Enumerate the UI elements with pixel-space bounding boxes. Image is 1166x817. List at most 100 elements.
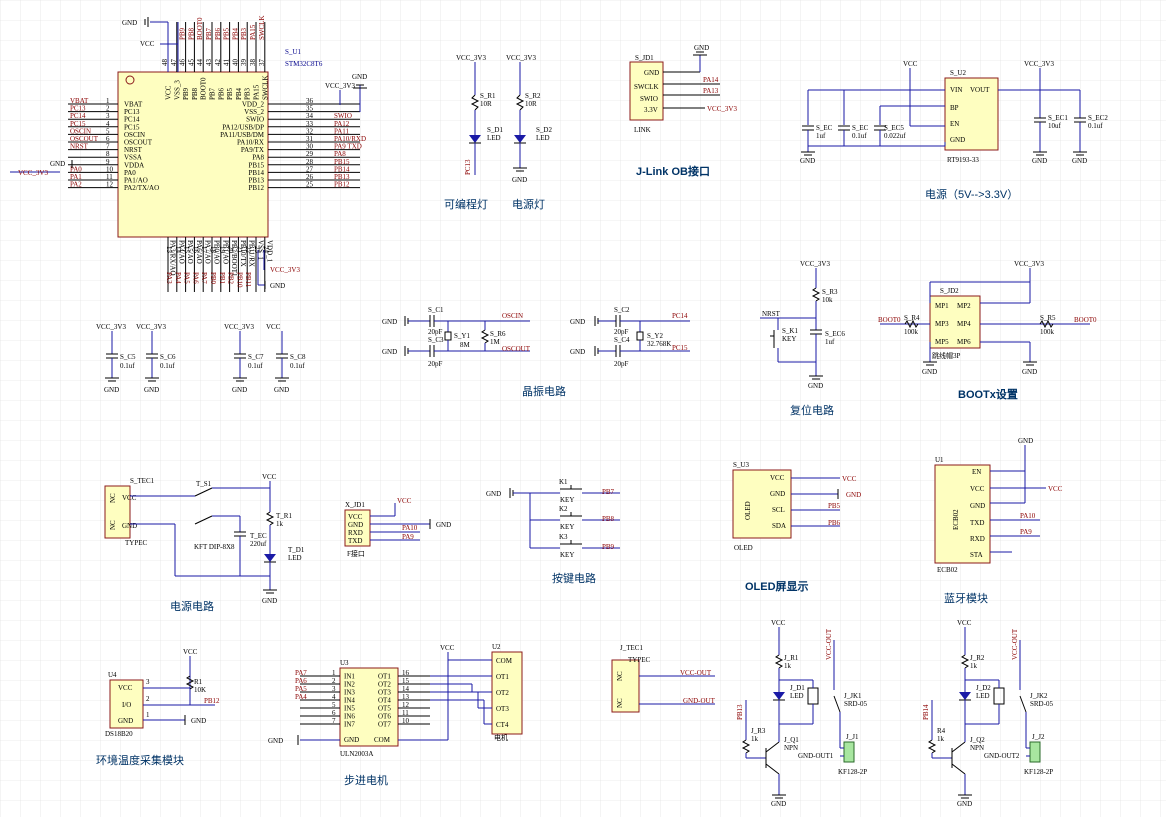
relay1-jk-name: SRD-05 [844,700,867,708]
mcu-top-pin-7: PB6 [217,87,225,100]
mcu-top-pin-1: VCC [165,85,173,100]
bt-net-5: PA9 [1020,528,1032,536]
relay2-net: PB14 [922,704,930,720]
bt-gnd: GND [1018,437,1033,445]
mcu-left-net-4: PC15 [70,120,86,128]
mcu-right-pin-8: PA8 [252,154,264,162]
relay1-q-ref: J_Q1 [784,736,799,744]
keys-gnd: GND [486,490,501,498]
decoup-gnd-4: GND [274,386,289,394]
jlink-pin-4: 3.3V [644,106,658,114]
bt-pin-6: STA [970,551,983,559]
relay2-jk-name: SRD-05 [1030,700,1053,708]
temp-num-3: 3 [146,678,150,686]
xport-vcc: VCC [397,497,412,505]
stepper-part: ULN2003A [340,750,373,758]
bt-vcc: VCC [1048,485,1063,493]
boot-pin-1: MP1 [935,302,949,310]
reg-pin-gnd: GND [950,136,965,144]
stepper-gnd: GND [268,737,283,745]
reset-r3-val: 10k [822,296,833,304]
mcu-top-num-4: 45 [187,59,195,67]
xtal-c3-ref: S_C3 [428,336,444,344]
mcu-left-net-11: PA1 [70,173,82,181]
mcu-top-pin-6: PB7 [209,87,217,100]
boot-r5-val: 100k [1040,328,1055,336]
jtec-nc-2: NC [616,698,624,708]
reg-vcc: VCC [903,60,918,68]
mcu-bottom-num-6: 18 [209,246,217,254]
relay2-gnd: GND [957,800,972,808]
relay1-net: PB13 [736,704,744,720]
mcu-bottom-net-5: PA7 [200,272,208,284]
mcu-left-num-7: 7 [106,143,110,151]
key-label-2: KEY [560,523,574,531]
mcu-top-net-3: PB9 [179,27,187,40]
xtal-pc15: PC15 [672,344,688,352]
reg-caption: 电源（5V-->3.3V） [925,187,1018,201]
mcu-bottom-pin-7: PB1/AO [221,240,229,264]
led-r1-ref: S_R1 [480,92,496,100]
mcu-bottom-num-11: 23 [253,246,261,254]
stepper-in-num-1: 1 [332,669,336,677]
temp-num-1: 1 [146,711,150,719]
temp-num-2: 2 [146,695,150,703]
xport-pin-1: VCC [348,513,363,521]
mcu-bottom-pin-6: PB0/AO [213,240,221,264]
jtec-typec: TYPEC [628,656,651,664]
mcu-right-num-10: 27 [306,165,314,173]
bt-name: ECB02 [952,509,960,530]
mcu-top-num-10: 39 [240,59,248,67]
xport-ref: X_JD1 [345,501,365,509]
stepper-ot-num-1: 16 [402,669,410,677]
mcu-top-net-5: BOOT0 [196,17,204,40]
mcu-right-net-5: PA11 [334,127,350,135]
mcu-right-net-7: PA9 TXD [334,143,362,151]
led-d1-ref: S_D1 [487,126,503,134]
reg-c2-val: 0.1uf [852,132,867,140]
key-label-3: KEY [560,551,574,559]
mcu-left-pin-8: VSSA [124,154,142,162]
relay1-r-val: 1k [784,662,792,670]
bt-ref: U1 [935,456,944,464]
stepper-ot-1: OT1 [378,673,391,681]
mcu-top-pin-4: PB8 [191,87,199,100]
mcu-left-net-1: VBAT [70,97,89,105]
relay2-gndout: GND-OUT2 [984,752,1020,760]
stepper-caption: 步进电机 [344,773,388,787]
stepper-ot-num-3: 14 [402,685,410,693]
power-regulator: S_U2 VIN BP EN GND VOUT RT9193-33 VCC GN… [800,60,1108,201]
jlink-ref: S_JD1 [635,54,654,62]
temp-pin-io: I/O [122,701,131,709]
mcu-right-pin-7: PA9/TX [241,146,264,154]
mcu-part: STM32C8T6 [285,60,323,68]
oled-caption: OLED屏显示 [745,580,809,593]
mcu-vcc3v3-bottom: VCC_3V3 [270,266,300,274]
jtec-nc-1: NC [616,671,624,681]
mcu-bottom-pin-4: PA6/AO [195,240,203,264]
relay1-vccout: VCC-OUT [825,628,833,660]
mcu-right-net-12: PB12 [334,181,350,189]
xtal-r6-ref: S_R6 [490,330,506,338]
led-section: VCC_3V3 S_R1 10R S_D1 LED PC13 VCC_3V3 S… [444,54,552,211]
temp-gnd: GND [191,717,206,725]
mcu-bottom-net-10: PB11 [244,272,252,288]
mcu-bottom-net-1: PA3 [165,272,173,284]
mcu-left-num-6: 6 [106,135,110,143]
supply-pin-vcc: VCC [122,494,137,502]
bt-pin-1: EN [972,468,981,476]
reg-c5-val: 0.1uf [1088,122,1103,130]
mcu-left-net-12: PA2 [70,181,82,189]
led-gnd: GND [512,176,527,184]
temp-r1-ref: R1 [194,678,203,686]
mcu-left-num-10: 10 [106,165,114,173]
mcu-left-pin-2: PC13 [124,108,140,116]
led-d2-type: LED [536,134,550,142]
mcu-top-net-12: SWCLK [258,16,266,41]
oled-display: S_U3 OLED VCC GND SCL SDA VCC GND PB5 PB… [732,461,861,593]
mcu-top-net-7: PB6 [214,27,222,40]
decoup-ref-1: S_C5 [120,353,136,361]
stepper-u2-pin-5: CT4 [496,721,509,729]
relay1-r-ref: J_R1 [784,654,799,662]
decoup-ref-2: S_C6 [160,353,176,361]
